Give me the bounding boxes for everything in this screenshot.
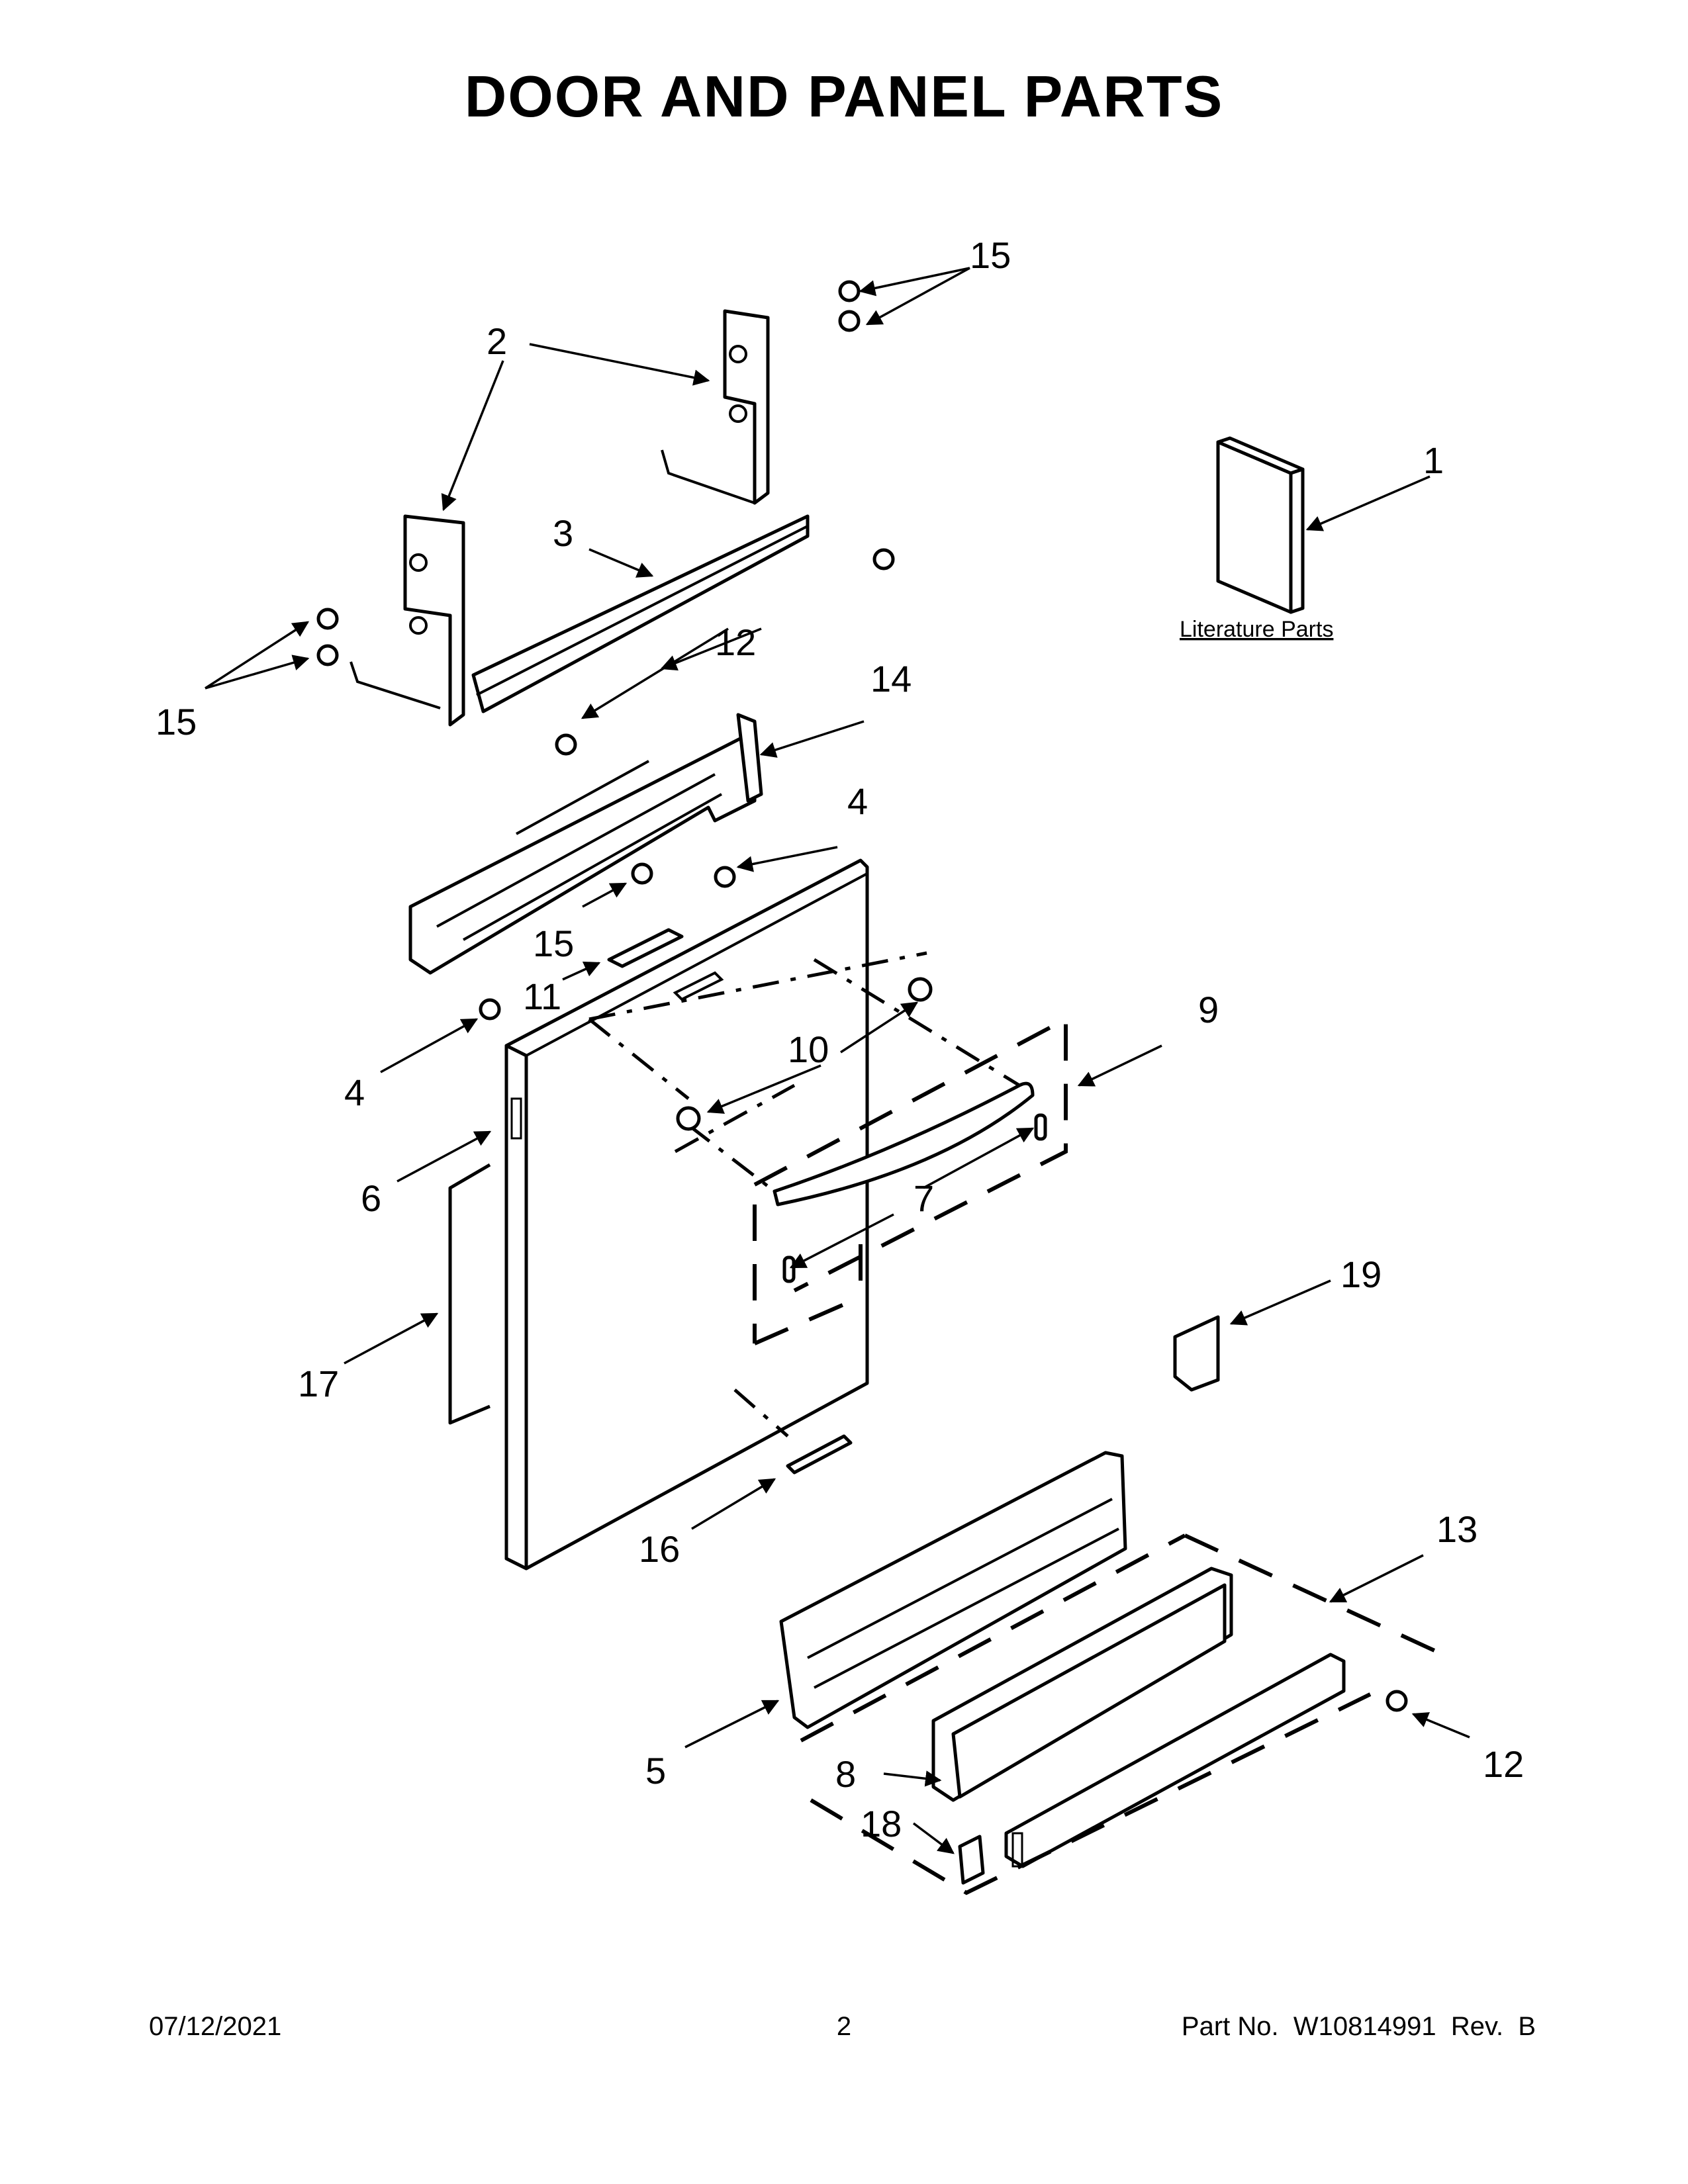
- kickplate-insulation: [931, 1567, 1233, 1802]
- control-console: [408, 713, 763, 975]
- callout-17: 17: [298, 1363, 339, 1404]
- literature-parts-label: Literature Parts: [1180, 617, 1333, 642]
- callout-4-upper: 4: [847, 780, 868, 822]
- leader-lines: [205, 267, 1470, 1854]
- callout-15-middle: 15: [533, 923, 574, 964]
- callout-10: 10: [788, 1028, 829, 1070]
- door-gasket: [448, 1163, 491, 1425]
- kickplate-clip: [958, 1835, 985, 1885]
- door-assembly-centerlines: [588, 951, 1021, 1437]
- callout-12-upper: 12: [715, 621, 756, 663]
- hinge-bracket-upper: [661, 309, 770, 505]
- callout-8: 8: [835, 1753, 856, 1795]
- support-rail: [471, 514, 810, 713]
- door-handle: [773, 1081, 1035, 1206]
- callout-19: 19: [1340, 1253, 1382, 1295]
- handle-assembly-outline: [753, 1016, 1068, 1293]
- pin-lower: [782, 1255, 796, 1283]
- footer-date: 07/12/2021: [149, 2012, 282, 2041]
- callout-1: 1: [1423, 439, 1444, 481]
- callout-14: 14: [870, 658, 912, 700]
- footer-part-number: Part No. W10814991 Rev. B: [1181, 2012, 1536, 2041]
- callout-2: 2: [487, 320, 507, 362]
- nameplate-badge: [786, 1434, 853, 1475]
- callout-16: 16: [639, 1528, 680, 1570]
- callout-7: 7: [914, 1177, 934, 1219]
- callout-12-lower: 12: [1483, 1743, 1524, 1785]
- handle-assembly-outline-lower: [753, 1205, 863, 1345]
- callout-11: 11: [523, 976, 561, 1017]
- hinge-bracket-lower: [350, 514, 465, 727]
- standoff-lower: [676, 1106, 701, 1131]
- callout-3: 3: [553, 512, 573, 554]
- callout-5: 5: [645, 1750, 666, 1792]
- pin-upper: [1034, 1113, 1047, 1141]
- callout-13: 13: [1436, 1508, 1477, 1550]
- page-title: DOOR AND PANEL PARTS: [464, 64, 1224, 129]
- literature-booklet: [1216, 436, 1305, 614]
- footer-page-number: 2: [836, 2012, 852, 2041]
- callout-15-top: 15: [970, 234, 1011, 276]
- callout-6: 6: [361, 1177, 381, 1219]
- callout-18: 18: [861, 1803, 902, 1844]
- retainer-clip: [1173, 1315, 1220, 1392]
- lower-inner-bracket: [779, 1451, 1127, 1729]
- screws: [316, 280, 1408, 1712]
- callout-15-left: 15: [156, 701, 197, 743]
- callout-9: 9: [1198, 989, 1219, 1030]
- handle-plug: [607, 928, 684, 968]
- callout-4-lower: 4: [344, 1071, 365, 1113]
- toe-panel-assembly-outline: [800, 1533, 1444, 1895]
- outer-door-panel: [504, 858, 869, 1570]
- standoff-upper: [908, 977, 933, 1002]
